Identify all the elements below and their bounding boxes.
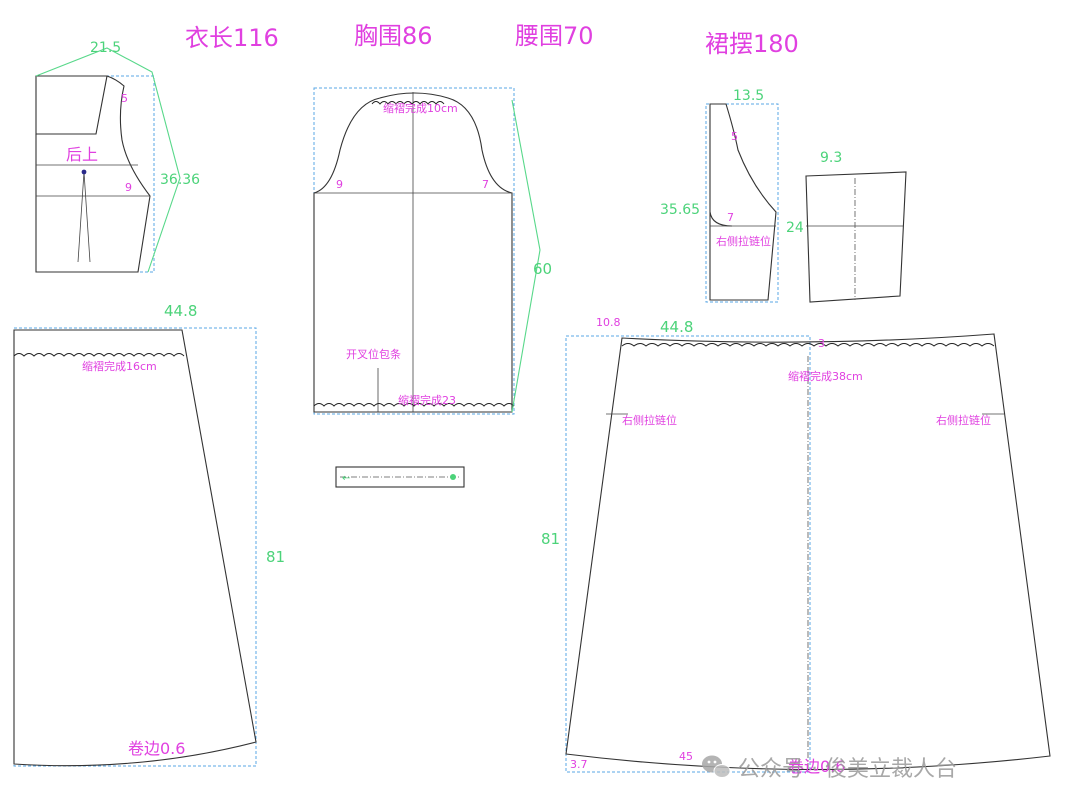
sleeve-mark-left: 9: [336, 178, 343, 191]
sleeve-cap-gather: [371, 101, 445, 105]
front-mark-7: 7: [727, 211, 734, 224]
front-side-panel: [805, 171, 907, 303]
back-bodice-outline: [35, 75, 151, 273]
sleeve-bbox: [313, 87, 515, 415]
back-bodice-dim-lines: [35, 47, 181, 273]
back-bodice-dart: [77, 171, 91, 263]
right-skirt-top-dim: 44.8: [660, 318, 693, 336]
front-bodice-outline: [709, 103, 777, 301]
right-skirt-height-dim: 81: [541, 530, 560, 548]
right-skirt-bbox: [565, 335, 811, 773]
watermark: 公众号 · 俊美立裁人台: [702, 755, 957, 782]
front-panel-width-dim: 9.3: [820, 150, 842, 166]
right-skirt-piece: 10.8 44.8 3 缩褶完成38cm 右侧拉链位 右侧拉链位 81 45 3…: [541, 316, 1051, 776]
front-zipper-note: 右侧拉链位: [716, 234, 771, 248]
front-bodice-piece: 13.5 35.65 9.3 24 5 7 右侧拉链位: [660, 88, 907, 303]
front-bodice-bbox: [705, 103, 779, 303]
right-skirt-zipper-right: 右侧拉链位: [936, 413, 991, 427]
right-skirt-corner-dim: 10.8: [596, 316, 621, 329]
back-side-dim: 36.36: [160, 172, 200, 188]
back-bodice-bbox: [35, 75, 155, 273]
back-bodice-yoke: [35, 75, 108, 135]
left-skirt-piece: 44.8 81 缩褶完成16cm 卷边0.6: [13, 302, 285, 767]
back-mark-9: 9: [125, 181, 132, 194]
front-top-dim: 13.5: [733, 88, 764, 104]
sleeve-piece: 60 缩褶完成10cm 9 7 开叉位包条 缩褶完成23: [313, 87, 552, 415]
grain-end-icon: [450, 474, 456, 480]
binding-strip-outline: [335, 466, 465, 488]
grain-arrow-icon: ←: [342, 473, 350, 484]
title-bust: 胸围86: [354, 22, 433, 50]
front-left-dim: 35.65: [660, 202, 700, 218]
right-skirt-zipper-left: 右侧拉链位: [622, 413, 677, 427]
binding-strip-piece: ←: [335, 466, 465, 488]
left-skirt-gather-note: 缩褶完成16cm: [82, 359, 157, 373]
sleeve-dim-lines: [511, 99, 541, 413]
right-skirt-hem-note: 卷边0.6: [788, 757, 845, 776]
back-shoulder-dim: 21.5: [90, 40, 121, 56]
front-panel-height-dim: 24: [786, 220, 804, 236]
sleeve-side-dim: 60: [533, 260, 552, 278]
left-skirt-bbox: [13, 327, 257, 767]
right-skirt-mark-37: 3.7: [570, 758, 588, 771]
left-skirt-hem-note: 卷边0.6: [128, 739, 185, 758]
right-skirt-mark-3: 3: [818, 337, 825, 350]
sleeve-hem-gather: [313, 403, 515, 407]
sleeve-outline: [313, 92, 513, 413]
dart-point-marker: [81, 169, 87, 175]
sleeve-gather-note: 缩褶完成10cm: [383, 101, 458, 115]
right-skirt-outline: [565, 333, 1051, 771]
right-skirt-gather-note: 缩褶完成38cm: [788, 369, 863, 383]
back-bodice-piece: 21.5 36.36 后上 5 9: [35, 40, 200, 273]
right-skirt-mark-45: 45: [679, 750, 693, 763]
title-waist: 腰围70: [515, 22, 594, 50]
left-skirt-gather: [13, 353, 185, 357]
back-mark-5: 5: [121, 92, 128, 105]
watermark-text: 公众号 · 俊美立裁人台: [738, 757, 957, 782]
back-bodice-label: 后上: [66, 145, 98, 164]
left-skirt-height-dim: 81: [266, 548, 285, 566]
front-mark-5: 5: [731, 130, 738, 143]
left-skirt-outline: [13, 329, 257, 767]
title-hem: 裙摆180: [705, 30, 799, 58]
title-length: 衣长116: [185, 24, 279, 52]
sleeve-hem-note: 缩褶完成23: [398, 393, 456, 407]
left-skirt-top-dim: 44.8: [164, 302, 197, 320]
wechat-icon: [702, 755, 731, 778]
right-skirt-gather: [621, 343, 995, 347]
sleeve-slit-note: 开叉位包条: [346, 347, 401, 361]
sleeve-mark-right: 7: [482, 178, 489, 191]
